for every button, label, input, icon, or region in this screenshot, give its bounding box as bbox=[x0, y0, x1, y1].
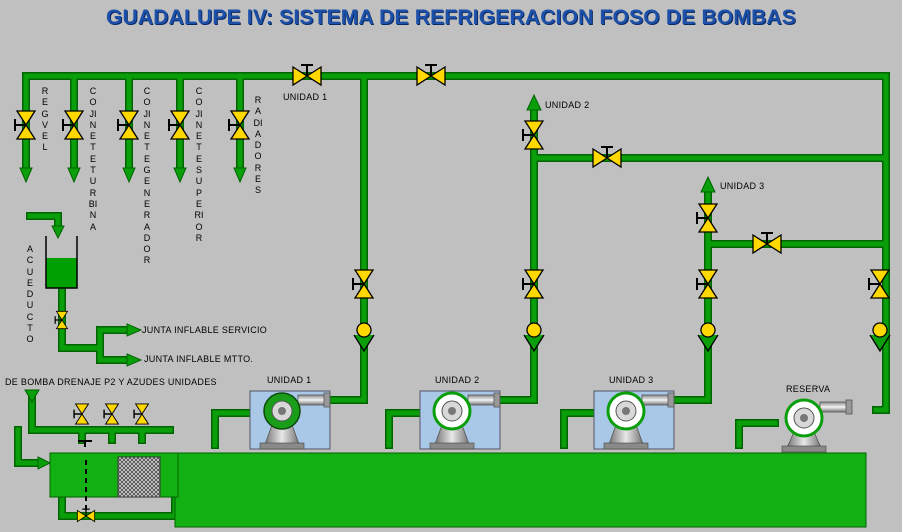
consumer-label-cojinete-generador: COJINETEGENERADOR bbox=[143, 86, 151, 266]
flow-arrow-icon bbox=[51, 225, 65, 240]
flow-arrow-icon bbox=[24, 389, 40, 403]
strainer-grid-icon bbox=[117, 456, 161, 498]
gate-valve-icon[interactable] bbox=[73, 403, 90, 425]
pipe-network bbox=[14, 72, 890, 520]
flow-arrow-icon bbox=[173, 167, 187, 184]
drenaje-label: DE BOMBA DRENAJE P2 Y AZUDES UNIDADES bbox=[5, 377, 217, 387]
junta-servicio-label: JUNTA INFLABLE SERVICIO bbox=[142, 325, 268, 335]
gate-valve-icon[interactable] bbox=[228, 110, 251, 140]
pump-label-unidad-2: UNIDAD 2 bbox=[435, 375, 480, 385]
centrifugal-pump-icon bbox=[259, 392, 331, 450]
gate-valve-icon[interactable] bbox=[696, 269, 719, 299]
gate-valve-icon[interactable] bbox=[62, 110, 85, 140]
consumer-label-cojinete-turbina: COJINETETURBINA bbox=[88, 86, 98, 232]
pump-label-unidad-1: UNIDAD 1 bbox=[267, 375, 312, 385]
centrifugal-pump-icon bbox=[429, 391, 501, 450]
gate-valve-icon[interactable] bbox=[14, 110, 37, 140]
outlet-label-unidad-3: UNIDAD 3 bbox=[720, 181, 765, 191]
pump-label-unidad-3: UNIDAD 3 bbox=[609, 375, 654, 385]
gate-valve-icon[interactable] bbox=[292, 64, 322, 87]
gate-valve-icon[interactable] bbox=[54, 310, 69, 330]
page-title: GUADALUPE IV: SISTEMA DE REFRIGERACION F… bbox=[105, 6, 797, 29]
gate-valve-icon[interactable] bbox=[76, 508, 96, 523]
consumer-label-reg-vel: REGVEL bbox=[41, 86, 49, 153]
consumer-label-radiadores: RADIADORES bbox=[253, 95, 263, 196]
flow-arrow-icon bbox=[19, 167, 33, 184]
sump-pit bbox=[174, 452, 867, 528]
gate-valve-icon[interactable] bbox=[522, 120, 545, 150]
outlet-label-unidad-2: UNIDAD 2 bbox=[545, 100, 590, 110]
check-valve-icon[interactable] bbox=[353, 322, 375, 353]
flow-arrow-icon bbox=[700, 175, 716, 193]
pump-unidad-3[interactable] bbox=[593, 390, 675, 450]
gate-valve-icon[interactable] bbox=[522, 269, 545, 299]
gate-valve-icon[interactable] bbox=[752, 232, 782, 255]
gate-valve-icon[interactable] bbox=[103, 403, 120, 425]
level-marker-icon bbox=[78, 440, 92, 447]
flow-arrows bbox=[19, 93, 716, 470]
flow-arrow-icon bbox=[37, 456, 52, 470]
gate-valve-icon[interactable] bbox=[416, 64, 446, 87]
flow-arrow-icon bbox=[122, 167, 136, 184]
gate-valve-icon[interactable] bbox=[352, 269, 375, 299]
valve-label-unidad-1: UNIDAD 1 bbox=[283, 92, 328, 102]
check-valve-icon[interactable] bbox=[523, 322, 545, 353]
gate-valve-icon[interactable] bbox=[592, 146, 622, 169]
flow-arrow-icon bbox=[67, 167, 81, 184]
check-valve-icon[interactable] bbox=[697, 322, 719, 353]
gate-valve-icon[interactable] bbox=[168, 110, 191, 140]
flow-arrow-icon bbox=[126, 323, 143, 337]
gate-valve-icon[interactable] bbox=[696, 203, 719, 233]
gate-valve-icon[interactable] bbox=[117, 110, 140, 140]
pump-unidad-2[interactable] bbox=[419, 390, 501, 450]
acueducto-tank bbox=[45, 236, 78, 289]
flow-arrow-icon bbox=[233, 167, 247, 184]
gate-valve-icon[interactable] bbox=[868, 269, 891, 299]
gate-valve-icon[interactable] bbox=[133, 403, 150, 425]
pump-label-reserva: RESERVA bbox=[786, 384, 831, 394]
acueducto-label: ACUEDUCTO bbox=[26, 244, 34, 345]
flow-arrow-icon bbox=[526, 93, 542, 111]
check-valve-icon[interactable] bbox=[869, 322, 891, 353]
centrifugal-pump-icon bbox=[603, 391, 675, 450]
junta-mtto-label: JUNTA INFLABLE MTTO. bbox=[144, 354, 254, 364]
consumer-label-cojinete-superior: COJINETESUPERIOR bbox=[194, 86, 204, 243]
pump-reserva[interactable] bbox=[781, 398, 853, 453]
centrifugal-pump-icon bbox=[781, 398, 853, 453]
pump-unidad-1[interactable] bbox=[249, 390, 331, 450]
flow-arrow-icon bbox=[126, 353, 143, 367]
